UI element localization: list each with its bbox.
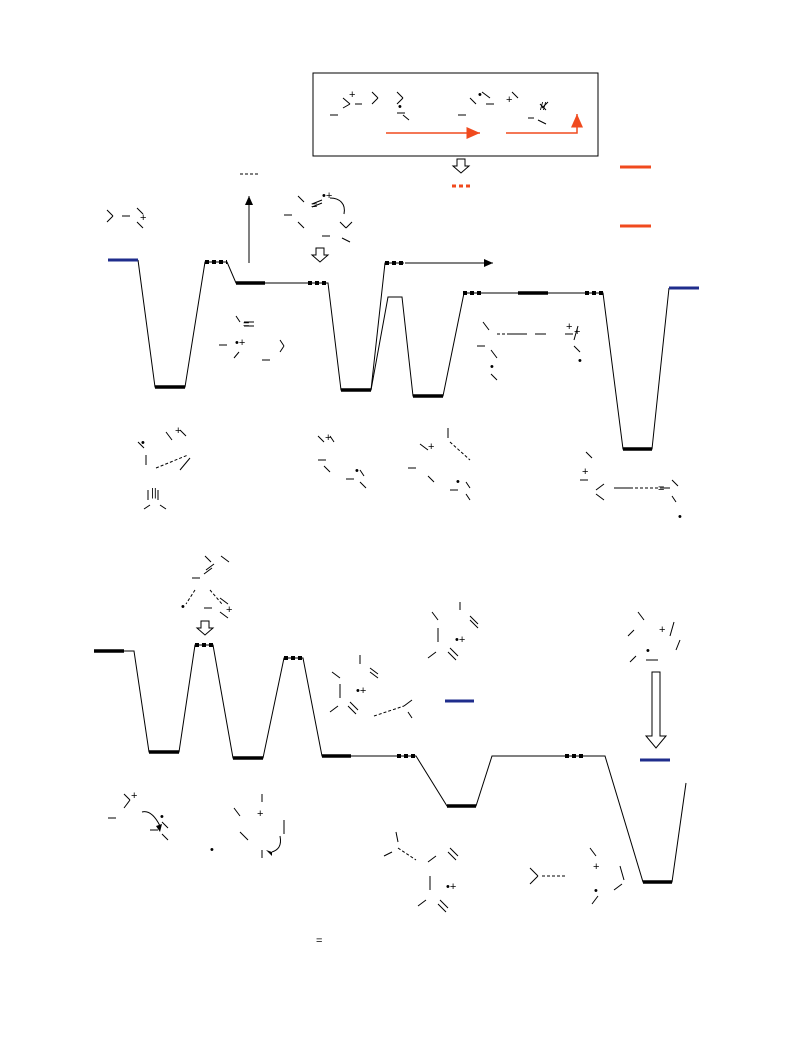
hollow-down-arrow: [451, 158, 471, 174]
bottom-energy-profile: [94, 620, 687, 884]
radical-cation: •+: [455, 634, 465, 646]
plus-sign: +: [574, 326, 580, 338]
plus-sign: +: [175, 425, 181, 437]
top-dashed-bonds: [155, 333, 660, 489]
energy-level-solid: [155, 281, 652, 451]
radical-cation: •+: [235, 337, 245, 349]
plus-sign: +: [257, 808, 263, 820]
radical-dot: •: [355, 465, 359, 477]
legend-arrow-elbow: [506, 114, 583, 134]
radical-dot: •: [160, 811, 164, 823]
plus-sign: +: [659, 624, 665, 636]
hollow-down-arrow: [310, 247, 330, 263]
radical-dot: •: [141, 437, 145, 449]
radical-dot: •: [456, 476, 460, 488]
curved-arrow: [156, 824, 272, 856]
bottom-structures: [108, 555, 681, 913]
radical-dot: •: [490, 361, 494, 373]
radical-dot: •: [478, 89, 482, 101]
double-bond: =: [658, 483, 664, 495]
radical-dot: •: [210, 844, 214, 856]
double-bond: =: [243, 319, 249, 331]
radical-cation: •+: [356, 685, 366, 697]
plus-sign: +: [226, 604, 232, 616]
top-energy-profile: [108, 173, 699, 451]
energy-level-solid: [149, 750, 672, 884]
plus-sign: +: [506, 94, 512, 106]
radical-dot: •: [181, 601, 185, 613]
plus-sign: +: [428, 441, 434, 453]
legend-key-solid-orange: [620, 165, 651, 228]
plus-sign: +: [349, 89, 355, 101]
top-structures: [106, 195, 679, 510]
plus-sign: +: [140, 212, 146, 224]
footnote-symbol: =: [316, 935, 322, 947]
plus-sign: +: [131, 790, 137, 802]
double-bond: =: [311, 200, 317, 212]
radical-dot: •: [594, 885, 598, 897]
plus-sign: +: [325, 432, 331, 444]
radical-cation: •+: [322, 190, 332, 202]
transition-state-level: [195, 643, 585, 758]
plus-sign: +: [566, 321, 572, 333]
double-bond: //: [540, 101, 547, 113]
radical-dot: •: [398, 101, 402, 113]
plus-sign: +: [582, 466, 588, 478]
transition-state-level: [205, 260, 605, 295]
legend-box: + • • + //: [312, 72, 599, 157]
radical-dot: •: [646, 645, 650, 657]
bottom-dashed-bonds: [185, 589, 566, 877]
radical-dot: •: [578, 355, 582, 367]
plus-sign: +: [593, 861, 599, 873]
radical-cation: •+: [446, 881, 456, 893]
hollow-down-arrow: [195, 620, 668, 749]
radical-dot: •: [678, 511, 682, 523]
double-bond: ||: [151, 487, 157, 499]
